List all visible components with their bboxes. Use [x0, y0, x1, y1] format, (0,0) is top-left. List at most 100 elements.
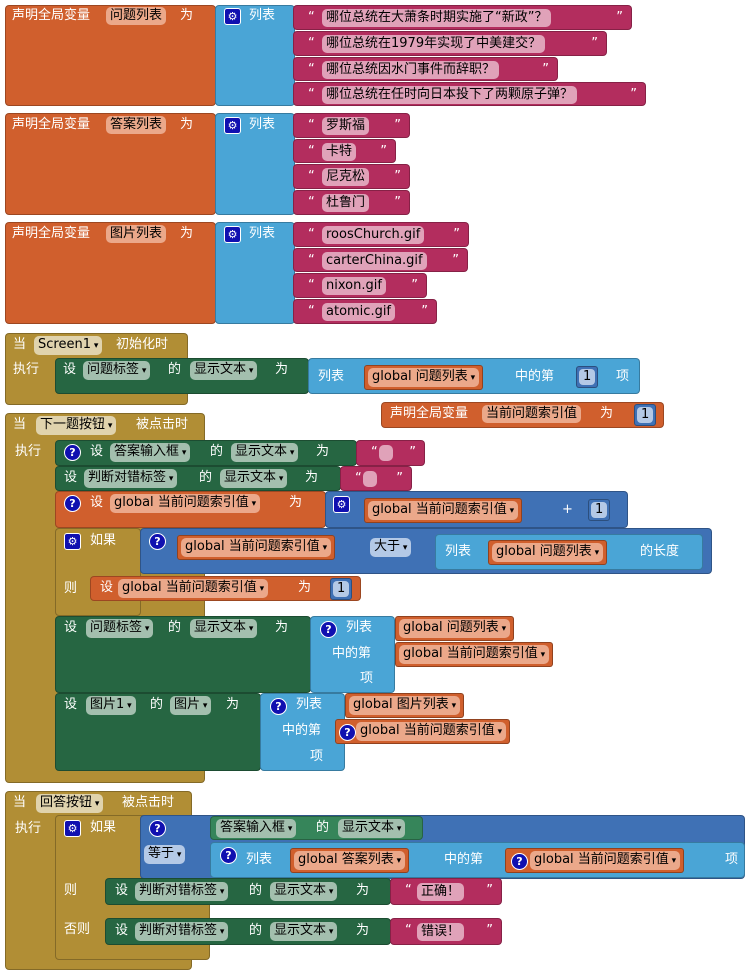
string-block[interactable]: roosChurch.gif“” [293, 222, 469, 247]
dropdown-arrow-icon[interactable]: ▾ [668, 856, 677, 866]
dropdown-arrow-icon[interactable]: ▾ [246, 366, 254, 376]
get-variable-block[interactable]: global 当前问题索引值 ▾ [177, 535, 336, 560]
help-icon[interactable]: ? [270, 698, 287, 715]
string-field[interactable]: nixon.gif [322, 277, 386, 295]
dropdown-arrow-icon[interactable]: ▾ [256, 584, 265, 594]
variable-dropdown[interactable]: global 当前问题索引值 ▾ [368, 501, 519, 520]
number-block[interactable]: 1 [588, 499, 611, 521]
string-block[interactable]: 杜鲁门“” [293, 190, 410, 215]
component-dropdown[interactable]: 问题标签 ▾ [86, 619, 154, 638]
dropdown-arrow-icon[interactable]: ▾ [591, 548, 600, 558]
string-block[interactable]: 错误！“” [390, 918, 502, 945]
dropdown-arrow-icon[interactable]: ▾ [319, 543, 328, 553]
string-block[interactable]: nixon.gif“” [293, 273, 427, 298]
gear-icon[interactable]: ⚙ [333, 496, 350, 513]
get-variable-block[interactable]: ?global 当前问题索引值 ▾ [335, 719, 511, 744]
help-icon[interactable]: ? [511, 853, 528, 870]
dropdown-arrow-icon[interactable]: ▾ [246, 624, 254, 634]
variable-dropdown[interactable]: global 问题列表 ▾ [492, 543, 604, 562]
gear-icon[interactable]: ⚙ [64, 820, 81, 837]
operator-dropdown[interactable]: 大于 ▾ [370, 538, 412, 557]
help-icon[interactable]: ? [64, 495, 81, 512]
component-dropdown[interactable]: 回答按钮 ▾ [36, 794, 104, 813]
string-field[interactable]: 卡特 [322, 143, 357, 161]
string-block[interactable]: 哪位总统因水门事件而辞职？“” [293, 57, 558, 81]
string-field[interactable]: atomic.gif [322, 303, 396, 321]
help-icon[interactable]: ? [149, 533, 166, 550]
dropdown-arrow-icon[interactable]: ▾ [174, 850, 182, 860]
string-block[interactable]: 尼克松“” [293, 164, 410, 189]
help-icon[interactable]: ? [220, 847, 237, 864]
get-variable-block[interactable]: global 图片列表 ▾ [345, 693, 465, 718]
dropdown-arrow-icon[interactable]: ▾ [326, 887, 334, 897]
string-block[interactable]: 正确！“” [390, 878, 502, 905]
variable-dropdown[interactable]: global 当前问题索引值 ▾ [118, 579, 269, 598]
get-variable-block[interactable]: global 答案列表 ▾ [290, 848, 410, 873]
dropdown-arrow-icon[interactable]: ▾ [179, 448, 187, 458]
dropdown-arrow-icon[interactable]: ▾ [92, 799, 100, 809]
property-dropdown[interactable]: 显示文本 ▾ [220, 469, 288, 488]
string-field[interactable]: 哪位总统在1979年实现了中美建交？ [322, 35, 546, 53]
dropdown-arrow-icon[interactable]: ▾ [506, 506, 515, 516]
var-name-field[interactable]: 图片列表 [106, 225, 167, 243]
operator-dropdown[interactable]: 等于 ▾ [144, 845, 186, 864]
dropdown-arrow-icon[interactable]: ▾ [467, 373, 476, 383]
dropdown-arrow-icon[interactable]: ▾ [326, 927, 334, 937]
property-dropdown[interactable]: 图片 ▾ [170, 696, 212, 715]
string-field[interactable]: 尼克松 [322, 168, 370, 186]
component-dropdown[interactable]: 答案输入框 ▾ [216, 819, 297, 838]
variable-dropdown[interactable]: global 问题列表 ▾ [368, 368, 480, 387]
variable-dropdown[interactable]: global 图片列表 ▾ [349, 696, 461, 715]
string-field[interactable]: 错误！ [417, 923, 465, 941]
gear-icon[interactable]: ⚙ [224, 8, 241, 25]
dropdown-arrow-icon[interactable]: ▾ [276, 474, 284, 484]
var-name-field[interactable]: 答案列表 [106, 116, 167, 134]
dropdown-arrow-icon[interactable]: ▾ [166, 474, 174, 484]
dropdown-arrow-icon[interactable]: ▾ [248, 499, 257, 509]
string-block[interactable]: 哪位总统在任时向日本投下了两颗原子弹？“” [293, 82, 646, 106]
set-property-block[interactable] [55, 440, 357, 466]
dropdown-arrow-icon[interactable]: ▾ [139, 366, 147, 376]
number-block[interactable]: 1 [330, 578, 353, 600]
variable-dropdown[interactable]: global 当前问题索引值 ▾ [356, 722, 507, 741]
get-variable-block[interactable]: global 问题列表 ▾ [488, 540, 608, 565]
dropdown-arrow-icon[interactable]: ▾ [393, 856, 402, 866]
gear-icon[interactable]: ⚙ [64, 533, 81, 550]
help-icon[interactable]: ? [339, 724, 356, 741]
help-icon[interactable]: ? [64, 444, 81, 461]
string-block[interactable]: 哪位总统在1979年实现了中美建交？“” [293, 31, 607, 56]
string-block[interactable]: carterChina.gif“” [293, 248, 468, 272]
dropdown-arrow-icon[interactable]: ▾ [217, 887, 225, 897]
dropdown-arrow-icon[interactable]: ▾ [394, 824, 402, 834]
get-variable-block[interactable]: global 当前问题索引值 ▾ [364, 498, 523, 523]
component-dropdown[interactable]: Screen1 ▾ [34, 336, 103, 355]
gear-icon[interactable]: ⚙ [224, 226, 241, 243]
number-field[interactable]: 1 [637, 407, 654, 423]
get-variable-block[interactable]: global 当前问题索引值 ▾ [395, 642, 554, 667]
dropdown-arrow-icon[interactable]: ▾ [90, 341, 99, 351]
number-block[interactable]: 1 [634, 404, 657, 426]
property-dropdown[interactable]: 显示文本 ▾ [231, 443, 299, 462]
dropdown-arrow-icon[interactable]: ▾ [537, 650, 546, 660]
property-dropdown[interactable]: 显示文本 ▾ [190, 619, 258, 638]
dropdown-arrow-icon[interactable]: ▾ [285, 824, 293, 834]
component-dropdown[interactable]: 判断对错标签 ▾ [84, 469, 178, 488]
string-field[interactable] [379, 445, 393, 461]
string-block[interactable]: atomic.gif“” [293, 299, 437, 324]
dropdown-arrow-icon[interactable]: ▾ [400, 543, 408, 553]
help-icon[interactable]: ? [149, 820, 166, 837]
component-dropdown[interactable]: 问题标签 ▾ [83, 361, 151, 380]
variable-dropdown[interactable]: global 当前问题索引值 ▾ [110, 494, 261, 513]
get-variable-block[interactable]: global 问题列表 ▾ [364, 365, 484, 390]
string-field[interactable]: carterChina.gif [322, 252, 427, 270]
property-dropdown[interactable]: 显示文本 ▾ [270, 882, 338, 901]
dropdown-arrow-icon[interactable]: ▾ [287, 448, 295, 458]
string-field[interactable]: 杜鲁门 [322, 194, 370, 212]
property-dropdown[interactable]: 显示文本 ▾ [270, 922, 338, 941]
string-block[interactable]: 哪位总统在大萧条时期实施了“新政”？“” [293, 5, 632, 30]
variable-dropdown[interactable]: global 问题列表 ▾ [399, 619, 511, 638]
variable-dropdown[interactable]: global 当前问题索引值 ▾ [181, 538, 332, 557]
string-block[interactable]: 罗斯福“” [293, 113, 410, 138]
string-block[interactable]: 卡特“” [293, 139, 396, 163]
var-name-field[interactable]: 问题列表 [106, 7, 167, 25]
